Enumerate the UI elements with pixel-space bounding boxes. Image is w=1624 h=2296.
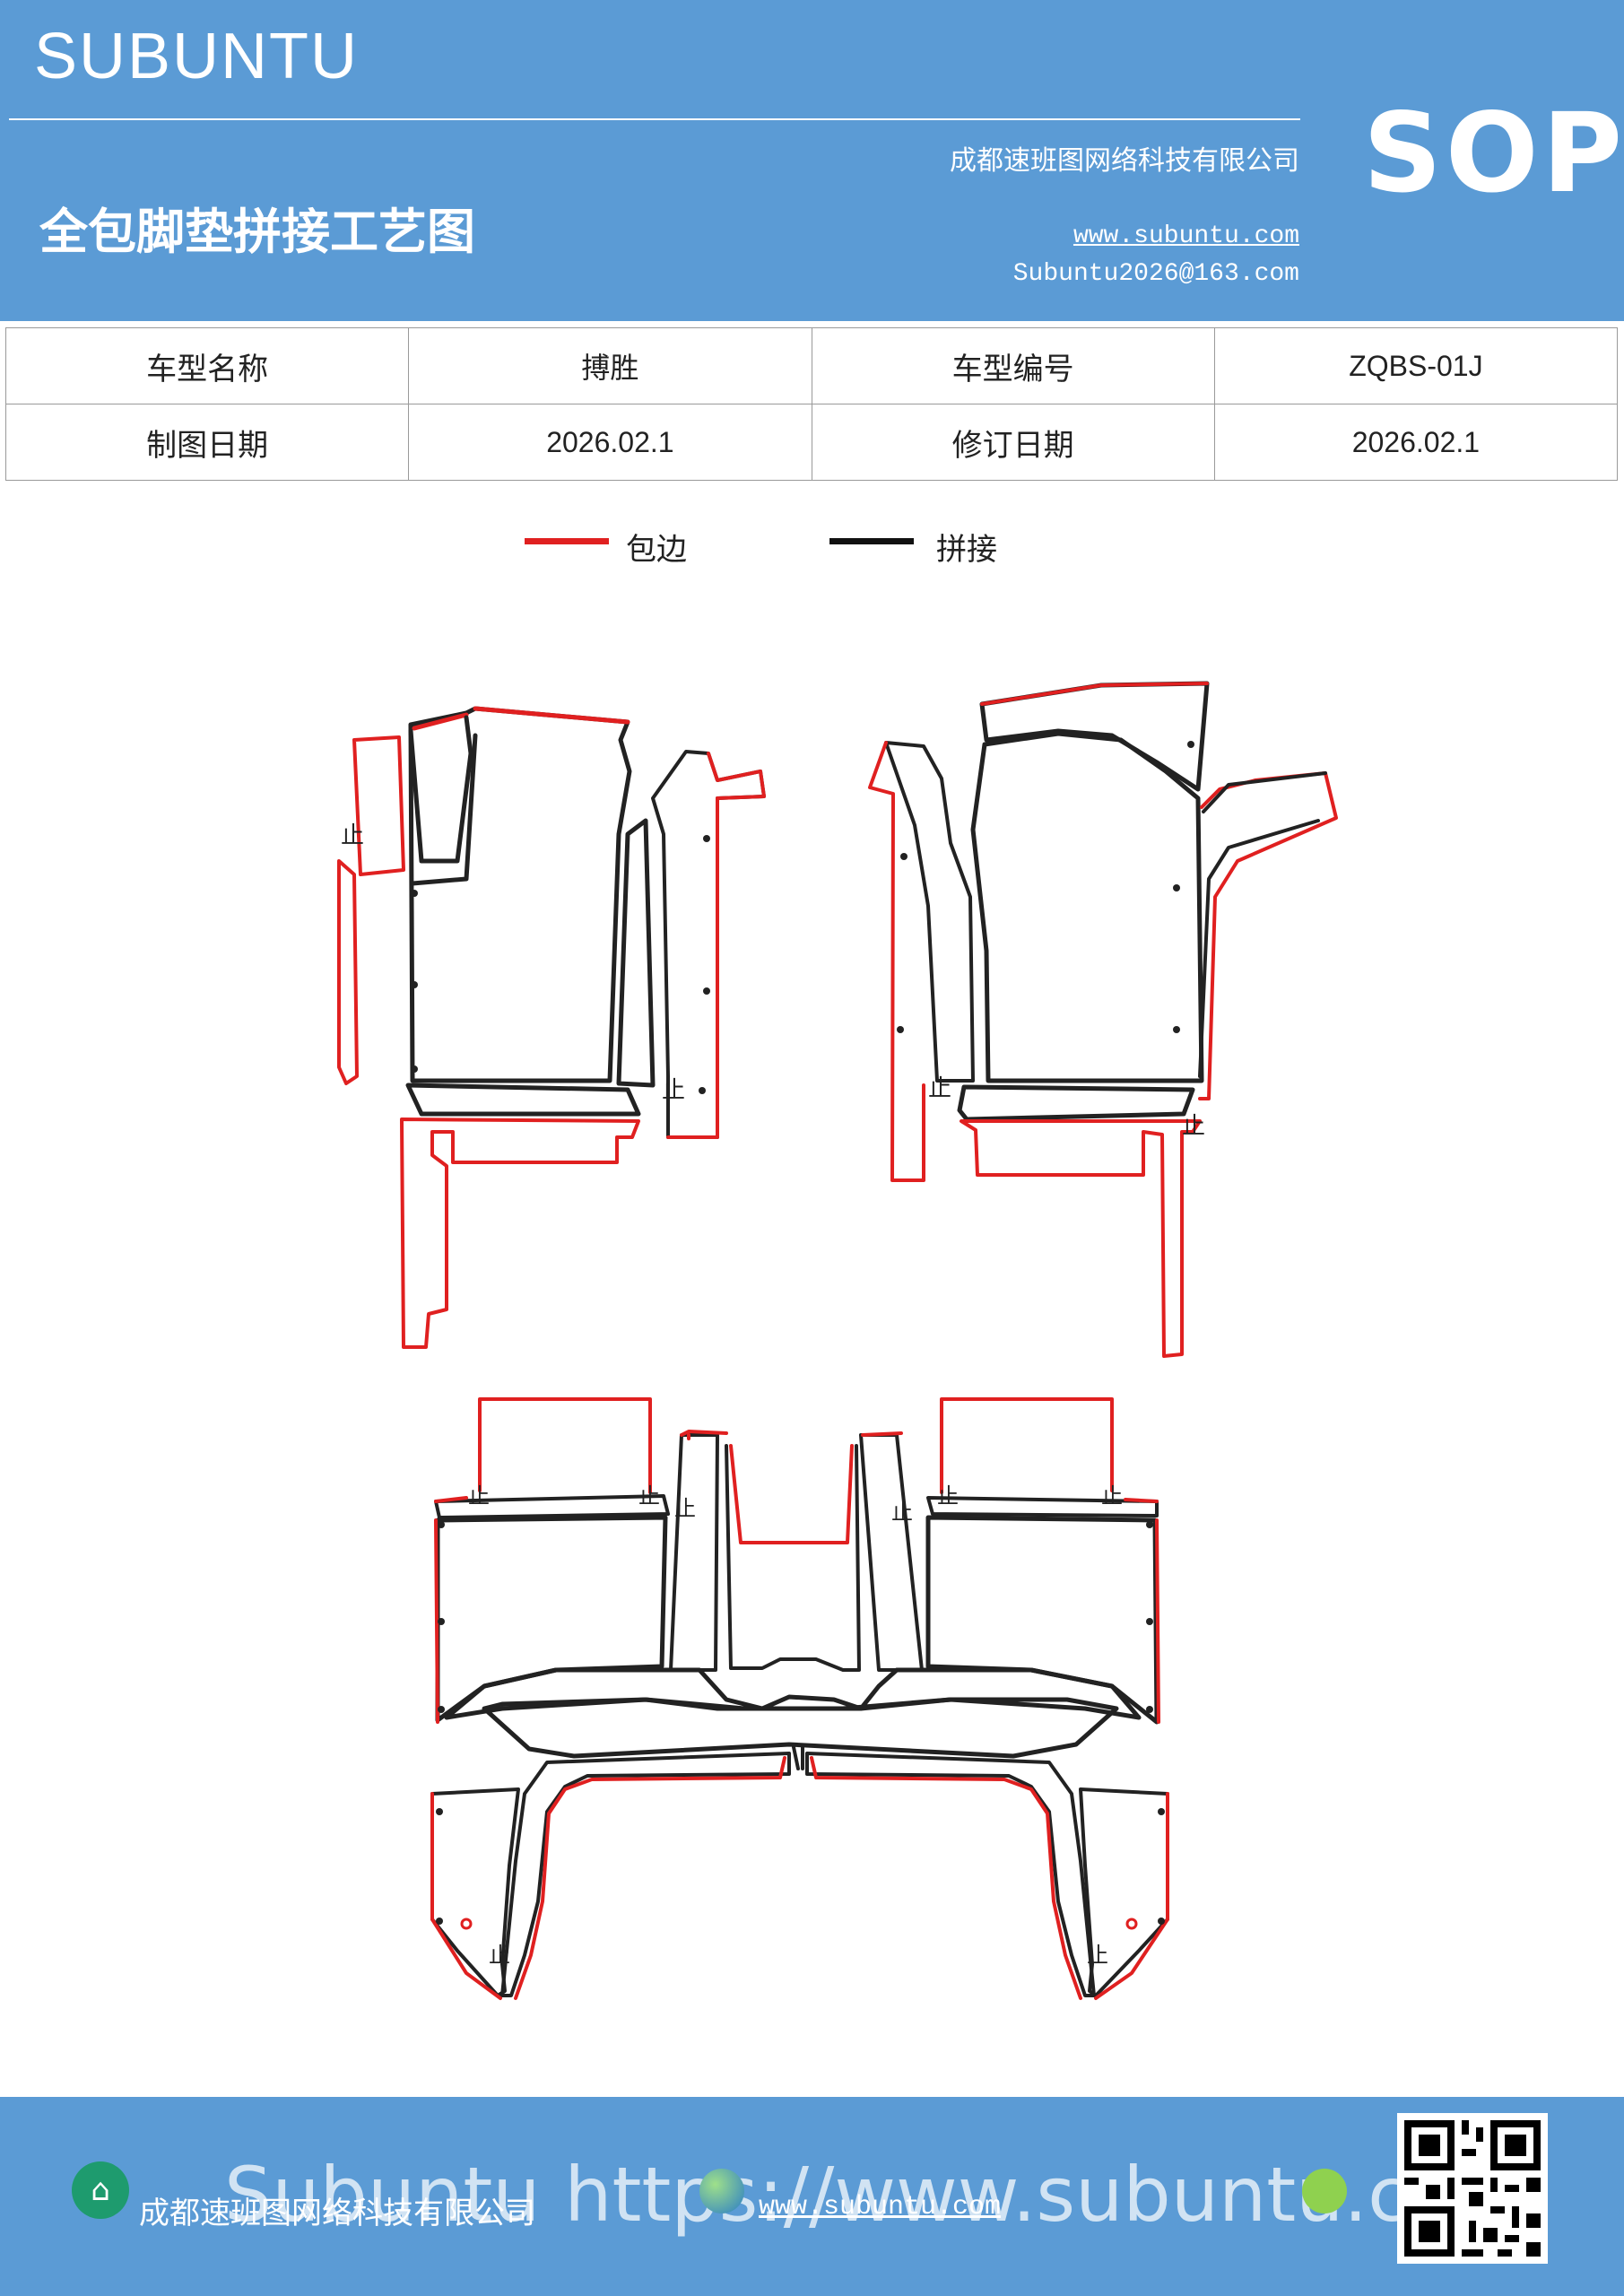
footer-website-link[interactable]: www.subuntu.com	[759, 2192, 1002, 2222]
label-vehicle-name: 车型名称	[4, 327, 410, 404]
sop-badge: SOP	[1363, 90, 1624, 217]
stop-mark: 止	[928, 1075, 951, 1102]
legend-label-edging: 包边	[626, 532, 687, 568]
stop-mark: 止	[489, 1943, 510, 1968]
table-row: 车型名称 搏胜 车型编号 ZQBS-01J	[4, 327, 1619, 404]
front-right-mat-group: 止 止	[868, 681, 1338, 1358]
website-link[interactable]: www.subuntu.com	[1073, 222, 1299, 250]
footer-company-name: 成都速班图网络科技有限公司	[139, 2196, 535, 2231]
value-vehicle-code: ZQBS-01J	[1213, 327, 1619, 404]
company-name: 成都速班图网络科技有限公司	[950, 145, 1299, 177]
stop-mark: 止	[937, 1483, 959, 1509]
page-header: SUBUNTU SOP 全包脚垫拼接工艺图 成都速班图网络科技有限公司 www.…	[0, 0, 1624, 321]
stop-mark: 止	[1182, 1113, 1205, 1140]
building-icon: ⌂	[72, 2161, 129, 2219]
email-address: Subuntu2026@163.com	[1012, 260, 1299, 288]
stop-mark: 止	[1101, 1483, 1123, 1509]
table-row: 制图日期 2026.02.1 修订日期 2026.02.1	[4, 404, 1619, 481]
stop-mark: 止	[891, 1500, 913, 1525]
document-title: 全包脚垫拼接工艺图	[39, 204, 475, 260]
page-footer: ⌂ Subuntu https://www.subuntu.com 成都速班图网…	[0, 2097, 1624, 2296]
legend-label-seam: 拼接	[936, 532, 997, 568]
vehicle-info-table: 车型名称 搏胜 车型编号 ZQBS-01J 制图日期 2026.02.1 修订日…	[4, 327, 1619, 481]
value-vehicle-name: 搏胜	[408, 327, 812, 404]
rear-mat-group: 止 止 止 止 止 止 止 止	[430, 1397, 1169, 2000]
legend-swatch-seam	[829, 538, 914, 544]
legend-swatch-edging	[525, 538, 609, 544]
legend: 包边 拼接	[0, 525, 1624, 570]
value-drawing-date: 2026.02.1	[408, 404, 812, 481]
stop-mark: 止	[468, 1483, 490, 1509]
label-revision-date: 修订日期	[811, 404, 1215, 481]
front-left-mat-group: 止 止	[337, 706, 766, 1349]
label-drawing-date: 制图日期	[4, 404, 410, 481]
brand-logo-text: SUBUNTU	[34, 21, 360, 92]
stop-mark: 止	[341, 822, 364, 849]
label-vehicle-code: 车型编号	[811, 327, 1215, 404]
header-divider	[9, 118, 1300, 120]
stop-mark: 止	[638, 1483, 660, 1509]
stop-mark: 止	[662, 1077, 685, 1104]
globe-icon	[699, 2169, 744, 2213]
value-revision-date: 2026.02.1	[1213, 404, 1619, 481]
wechat-icon	[1302, 2169, 1347, 2213]
stop-mark: 止	[674, 1496, 696, 1521]
stop-mark: 止	[1087, 1943, 1108, 1968]
qr-code-icon	[1397, 2113, 1548, 2264]
